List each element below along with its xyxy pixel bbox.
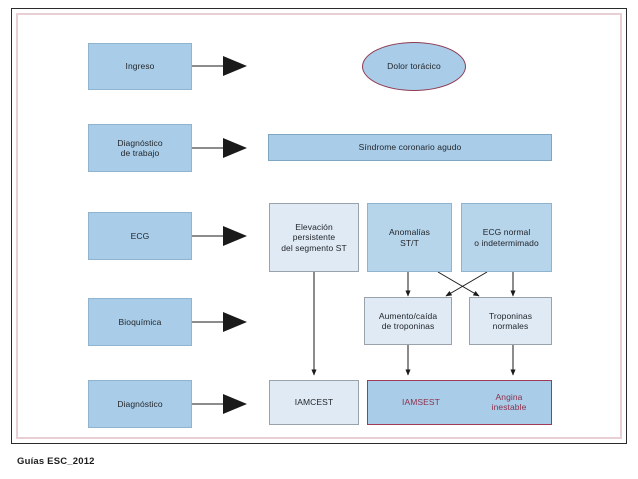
node-label-anomalias-st-t: Anomalías ST/T — [389, 227, 430, 248]
stage-box-ecg[interactable]: ECG — [88, 212, 192, 260]
node-label-iamcest: IAMCEST — [294, 397, 334, 408]
edge-ecg-normal-to-troponin-rise — [445, 271, 488, 297]
edge-stt-to-troponin-normal — [437, 271, 480, 297]
stage-label-ecg: ECG — [130, 230, 150, 241]
node-dolor-toracico[interactable]: Dolor torácico — [362, 42, 466, 91]
stage-box-diagnostico[interactable]: Diagnóstico — [88, 380, 192, 428]
stage-box-ingreso[interactable]: Ingreso — [88, 43, 192, 90]
node-sindrome-coronario-agudo[interactable]: Síndrome coronario agudo — [268, 134, 552, 161]
node-label-troponinas-normales: Troponinas normales — [488, 310, 533, 331]
node-ecg-normal-indeterminado[interactable]: ECG normal o indetermimado — [461, 203, 552, 272]
stage-connectors — [192, 56, 247, 414]
node-label-dolor-toracico: Dolor torácico — [387, 61, 441, 72]
stage-box-bioquimica[interactable]: Bioquímica — [88, 298, 192, 346]
stage-label-bioquimica: Bioquímica — [118, 316, 162, 327]
node-iamsest-angina-group[interactable]: IAMSEST Angina inestable — [367, 380, 552, 425]
node-iamcest[interactable]: IAMCEST — [269, 380, 359, 425]
node-label-ecg-normal-indeterminado: ECG normal o indetermimado — [474, 227, 539, 248]
node-label-aumento-caida-troponinas: Aumento/caída de troponinas — [378, 310, 438, 331]
stage-label-diagnostico-trabajo: Diagnóstico de trabajo — [117, 137, 163, 158]
node-label-sindrome-coronario-agudo: Síndrome coronario agudo — [358, 142, 462, 153]
node-anomalias-st-t[interactable]: Anomalías ST/T — [367, 203, 452, 272]
node-label-elevacion-persistente-st: Elevación persistente del segmento ST — [281, 222, 347, 253]
node-elevacion-persistente-st[interactable]: Elevación persistente del segmento ST — [269, 203, 359, 272]
node-label-iamsest: IAMSEST — [402, 397, 440, 407]
stage-label-diagnostico: Diagnóstico — [117, 398, 163, 409]
node-troponinas-normales[interactable]: Troponinas normales — [469, 297, 552, 345]
stage-label-ingreso: Ingreso — [125, 61, 155, 72]
node-aumento-caida-troponinas[interactable]: Aumento/caída de troponinas — [364, 297, 452, 345]
node-label-angina-inestable: Angina inestable — [491, 392, 527, 413]
stage-box-diagnostico-trabajo[interactable]: Diagnóstico de trabajo — [88, 124, 192, 172]
figure-caption: Guías ESC_2012 — [17, 456, 95, 467]
